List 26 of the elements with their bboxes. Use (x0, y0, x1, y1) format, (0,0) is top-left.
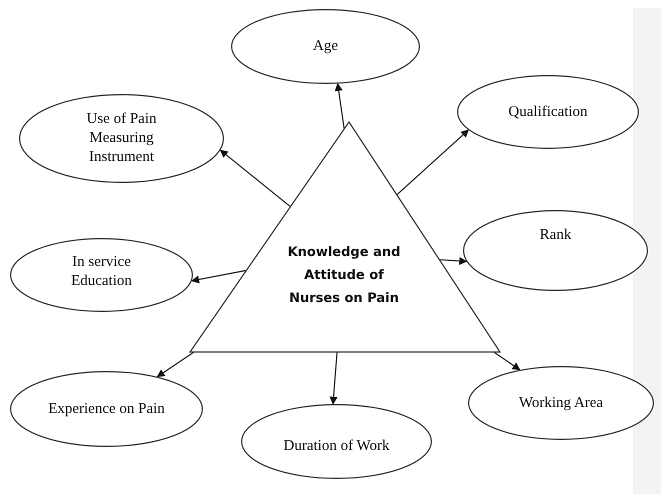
arrow (330, 352, 338, 405)
node-label: Experience on Pain (48, 400, 165, 418)
node-label: Rank (540, 226, 572, 245)
ellipse-node (10, 371, 203, 447)
ellipse-node (10, 238, 193, 312)
ellipse-node (231, 9, 420, 84)
arrow (439, 257, 468, 265)
arrow (156, 352, 194, 378)
node-label: Duration of Work (284, 437, 390, 456)
arrow (220, 150, 291, 208)
node-label: Working Area (518, 394, 604, 412)
ellipse-node (241, 404, 432, 479)
node-label: Qualification (508, 102, 588, 122)
node-label: In service Education (70, 253, 133, 291)
ellipse-node (457, 75, 639, 149)
triangle-node (189, 121, 501, 353)
node-label: Age (313, 37, 338, 56)
arrow (191, 270, 247, 284)
node-label: Use of Pain Measuring Instrument (86, 110, 158, 167)
arrow (334, 82, 345, 130)
arrow (493, 352, 520, 370)
ellipse-node (463, 210, 648, 291)
ellipse-node (468, 366, 654, 440)
ellipse-node (19, 94, 224, 183)
arrow (396, 129, 470, 196)
node-label: Knowledge and Attitude of Nurses on Pain (286, 244, 402, 308)
